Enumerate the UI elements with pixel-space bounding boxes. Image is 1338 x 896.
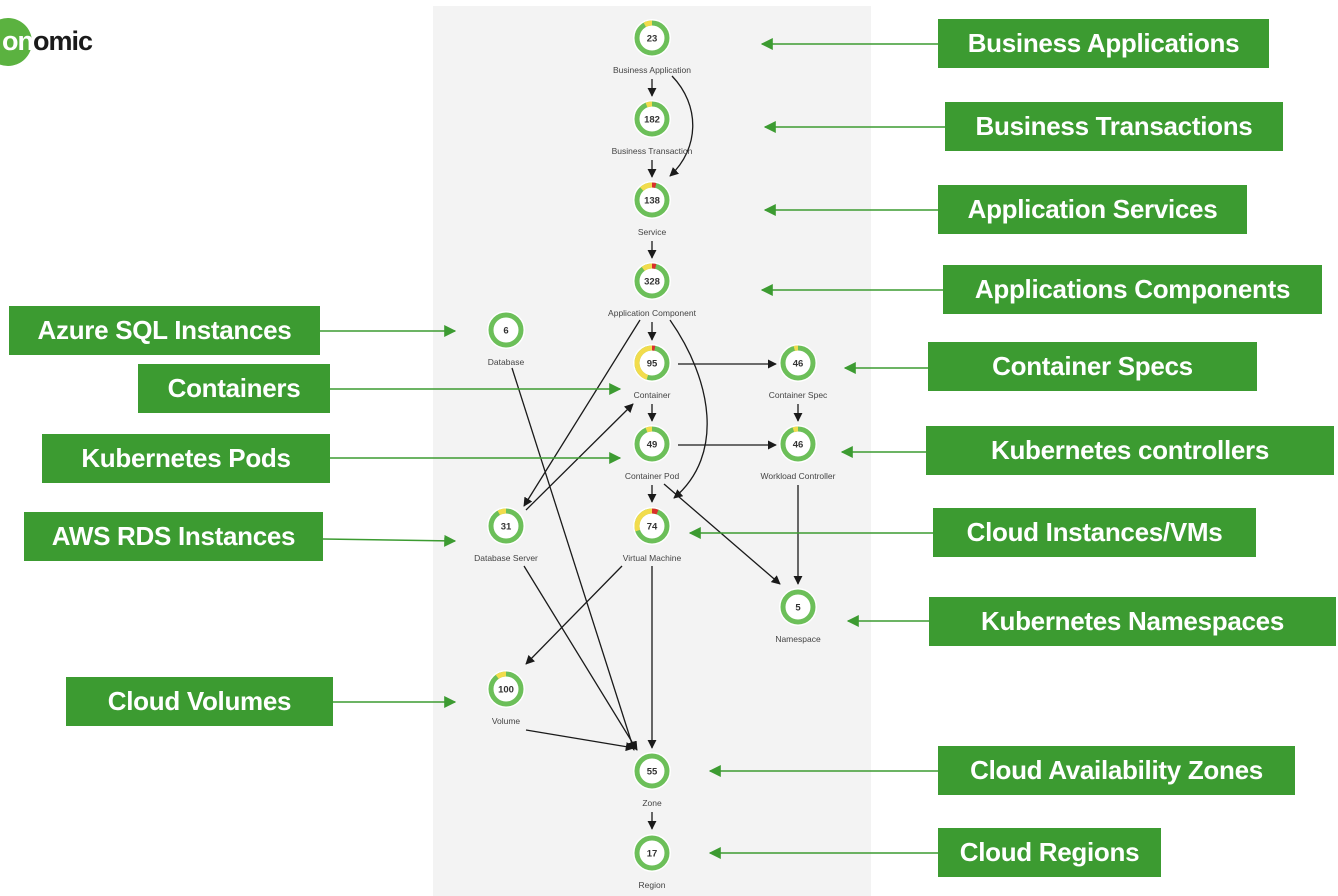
node-count: 95 (647, 359, 658, 370)
health-ring-warning (634, 426, 670, 462)
health-ring-critical (634, 263, 670, 299)
logo-text-omic: omic (33, 25, 93, 56)
node-label: Service (638, 227, 667, 237)
node-count: 6 (503, 326, 508, 337)
node-count: 55 (647, 767, 658, 778)
logo-text-on: on (2, 25, 34, 56)
health-ring-warning (488, 671, 524, 707)
label-kubernetes-controllers: Kubernetes controllers (926, 426, 1334, 475)
node-count: 46 (793, 359, 804, 370)
label-business-applications: Business Applications (938, 19, 1269, 68)
edge-dbserver-to-container (525, 403, 634, 511)
health-ring-critical (634, 508, 670, 544)
health-ring-warning (634, 508, 670, 544)
health-ring-ok (634, 753, 670, 789)
health-ring-warning (634, 182, 670, 218)
node-label: Workload Controller (761, 471, 836, 481)
health-ring-ok (780, 426, 816, 462)
node-count: 100 (498, 685, 514, 696)
label-kubernetes-pods: Kubernetes Pods (42, 434, 330, 483)
node-label: Application Component (608, 308, 697, 318)
node-label: Business Application (613, 65, 691, 75)
node-label: Database Server (474, 553, 538, 563)
edge-pod-to-namespace (663, 483, 781, 585)
node-label: Namespace (775, 634, 821, 644)
pointer-aws-rds (322, 534, 457, 547)
logo-text: onomic (0, 25, 93, 57)
health-ring-ok (780, 345, 816, 381)
edge-component-to-vm (669, 319, 708, 499)
label-pointers (320, 38, 945, 859)
label-cloud-instances: Cloud Instances/VMs (933, 508, 1256, 557)
node-label: Container Pod (625, 471, 680, 481)
turbonomic-logo: onomic (0, 18, 93, 66)
edge-volume-to-zone (525, 729, 635, 752)
label-business-transactions: Business Transactions (945, 102, 1283, 151)
node-count: 328 (644, 277, 660, 288)
label-cloud-availability-zones: Cloud Availability Zones (938, 746, 1295, 795)
edge-app-to-service (669, 75, 694, 177)
node-label: Zone (642, 798, 662, 808)
label-kubernetes-namespaces: Kubernetes Namespaces (929, 597, 1336, 646)
health-ring-critical (634, 345, 670, 381)
node-label: Container Spec (769, 390, 828, 400)
node-count: 5 (795, 603, 801, 614)
node-label: Virtual Machine (623, 553, 682, 563)
node-count: 23 (647, 34, 658, 45)
node-count: 138 (644, 196, 660, 207)
edge-dbserver-to-zone (523, 565, 638, 751)
health-ring-critical (634, 182, 670, 218)
node-label: Database (488, 357, 525, 367)
label-azure-sql: Azure SQL Instances (9, 306, 320, 355)
node-count: 17 (647, 849, 658, 860)
node-count: 74 (647, 522, 658, 533)
node-label: Region (639, 880, 666, 890)
node-label: Container (634, 390, 671, 400)
health-ring-warning (780, 345, 816, 381)
health-ring-warning (780, 426, 816, 462)
health-ring-warning (634, 345, 670, 381)
label-cloud-volumes: Cloud Volumes (66, 677, 333, 726)
label-container-specs: Container Specs (928, 342, 1257, 391)
node-label: Business Transaction (612, 146, 693, 156)
label-cloud-regions: Cloud Regions (938, 828, 1161, 877)
node-count: 182 (644, 115, 660, 126)
node-count: 31 (501, 522, 512, 533)
health-ring-ok (488, 312, 524, 348)
node-count: 49 (647, 440, 658, 451)
node-label: Volume (492, 716, 521, 726)
health-ring-warning (634, 263, 670, 299)
label-application-services: Application Services (938, 185, 1247, 234)
health-ring-warning (488, 508, 524, 544)
dependency-edges (511, 75, 803, 830)
node-count: 46 (793, 440, 804, 451)
edge-component-to-dbserver (523, 319, 641, 507)
health-ring-warning (634, 101, 670, 137)
label-containers: Containers (138, 364, 330, 413)
label-applications-components: Applications Components (943, 265, 1322, 314)
health-ring-ok (780, 589, 816, 625)
label-aws-rds: AWS RDS Instances (24, 512, 323, 561)
edge-vm-to-volume (525, 565, 623, 665)
health-ring-ok (634, 835, 670, 871)
edge-database-to-zone (511, 367, 636, 751)
